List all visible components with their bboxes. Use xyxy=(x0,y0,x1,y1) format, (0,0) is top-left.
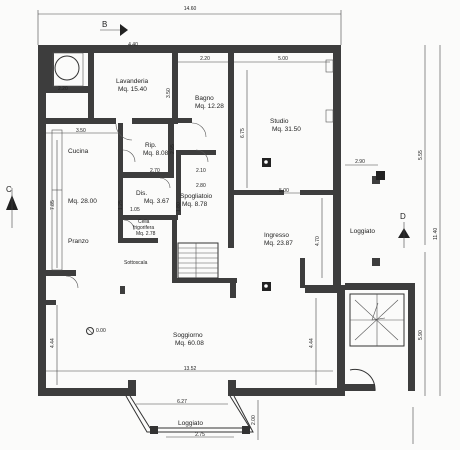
south-loggiato xyxy=(125,395,254,434)
bagno-label: Bagno xyxy=(195,95,214,102)
dim-h125: 1.25 xyxy=(118,200,124,210)
dim-w280: 2.80 xyxy=(196,183,206,189)
dim-w270: 2.70 xyxy=(150,168,160,174)
rip-area: Mq. 8.08 xyxy=(143,150,169,157)
loggiato-east-label: Loggiato xyxy=(350,228,375,235)
dim-h470: 4.70 xyxy=(315,236,321,246)
spogliatoio-area: Mq. 8.78 xyxy=(182,201,208,208)
dim-h350: 3.50 xyxy=(166,88,172,98)
lavanderia-area: Mq. 15.40 xyxy=(118,86,147,93)
dim-h444-right: 4.44 xyxy=(309,338,315,348)
dim-h295: 2.95 xyxy=(170,144,176,154)
corner-tower-circle xyxy=(54,55,80,81)
spogliatoio-label: Spogliatoio xyxy=(180,193,213,200)
level-marker xyxy=(86,327,94,335)
dim-top-c: 5.00 xyxy=(278,56,288,62)
dim-w275: 2.75 xyxy=(195,432,205,438)
soggiorno-label: Soggiorno xyxy=(173,332,203,339)
cucina-label: Cucina xyxy=(68,148,89,155)
pranzo-label: Pranzo xyxy=(68,238,89,245)
ingresso-label: Ingresso xyxy=(264,232,289,239)
dim-w1352: 13.52 xyxy=(183,366,197,372)
dim-h785: 7.85 xyxy=(50,200,56,210)
dim-h200: 2.00 xyxy=(251,415,257,425)
main-stairs xyxy=(177,242,219,279)
section-mark-d: D xyxy=(400,212,406,221)
dim-h444-left: 4.44 xyxy=(50,338,56,348)
section-mark-b: B xyxy=(102,20,108,29)
loggiato-south-label: Loggiato xyxy=(178,420,203,427)
dim-right-overall: 11.40 xyxy=(433,227,439,240)
soggiorno-area: Mq. 60.08 xyxy=(175,340,204,347)
dim-w500-mid: 5.00 xyxy=(279,188,289,194)
dim-w105: 1.05 xyxy=(130,207,140,213)
dimension-lines xyxy=(37,10,441,444)
cella-sub: frigorifera xyxy=(133,225,155,231)
dim-overall-width: 14.60 xyxy=(183,6,197,12)
interior-walls xyxy=(46,53,380,305)
level-label: 0.00 xyxy=(96,328,106,334)
ingresso-area: Mq. 23.87 xyxy=(264,240,293,247)
cella-label: Cella xyxy=(138,219,150,225)
dim-w210: 2.10 xyxy=(196,168,206,174)
lavanderia-label: Lavanderia xyxy=(116,78,149,85)
sottoscala-label: Sottoscala xyxy=(124,260,148,266)
pillar-loggiato xyxy=(376,171,385,180)
dim-right-upper: 5.55 xyxy=(418,150,424,160)
dim-h180: 1.80 xyxy=(176,202,182,212)
dim-w350: 3.50 xyxy=(76,128,86,134)
cella-area: Mq. 2.78 xyxy=(136,231,156,237)
section-markers xyxy=(6,24,410,248)
rip-label: Rip. xyxy=(145,142,157,149)
outer-walls xyxy=(38,45,415,396)
dim-w627: 6.27 xyxy=(177,399,187,405)
dis-area: Mq. 3.67 xyxy=(144,198,170,205)
dim-w290: 2.90 xyxy=(355,159,365,165)
door-swings xyxy=(65,122,209,289)
studio-label: Studio xyxy=(270,118,289,125)
tower-stairs xyxy=(349,293,405,392)
studio-area: Mq. 31.50 xyxy=(272,126,301,133)
dim-top-a: 4.40 xyxy=(128,42,138,48)
dim-right-lower: 5.90 xyxy=(418,330,424,340)
pranzo-area: Mq. 28.00 xyxy=(68,198,97,205)
section-mark-c: C xyxy=(6,185,12,194)
dim-h675: 6.75 xyxy=(240,128,246,138)
bagno-area: Mq. 12.28 xyxy=(195,103,224,110)
dis-label: Dis. xyxy=(136,190,148,197)
dim-top-b: 2.20 xyxy=(200,56,210,62)
dim-w220: 2.20 xyxy=(58,86,68,92)
